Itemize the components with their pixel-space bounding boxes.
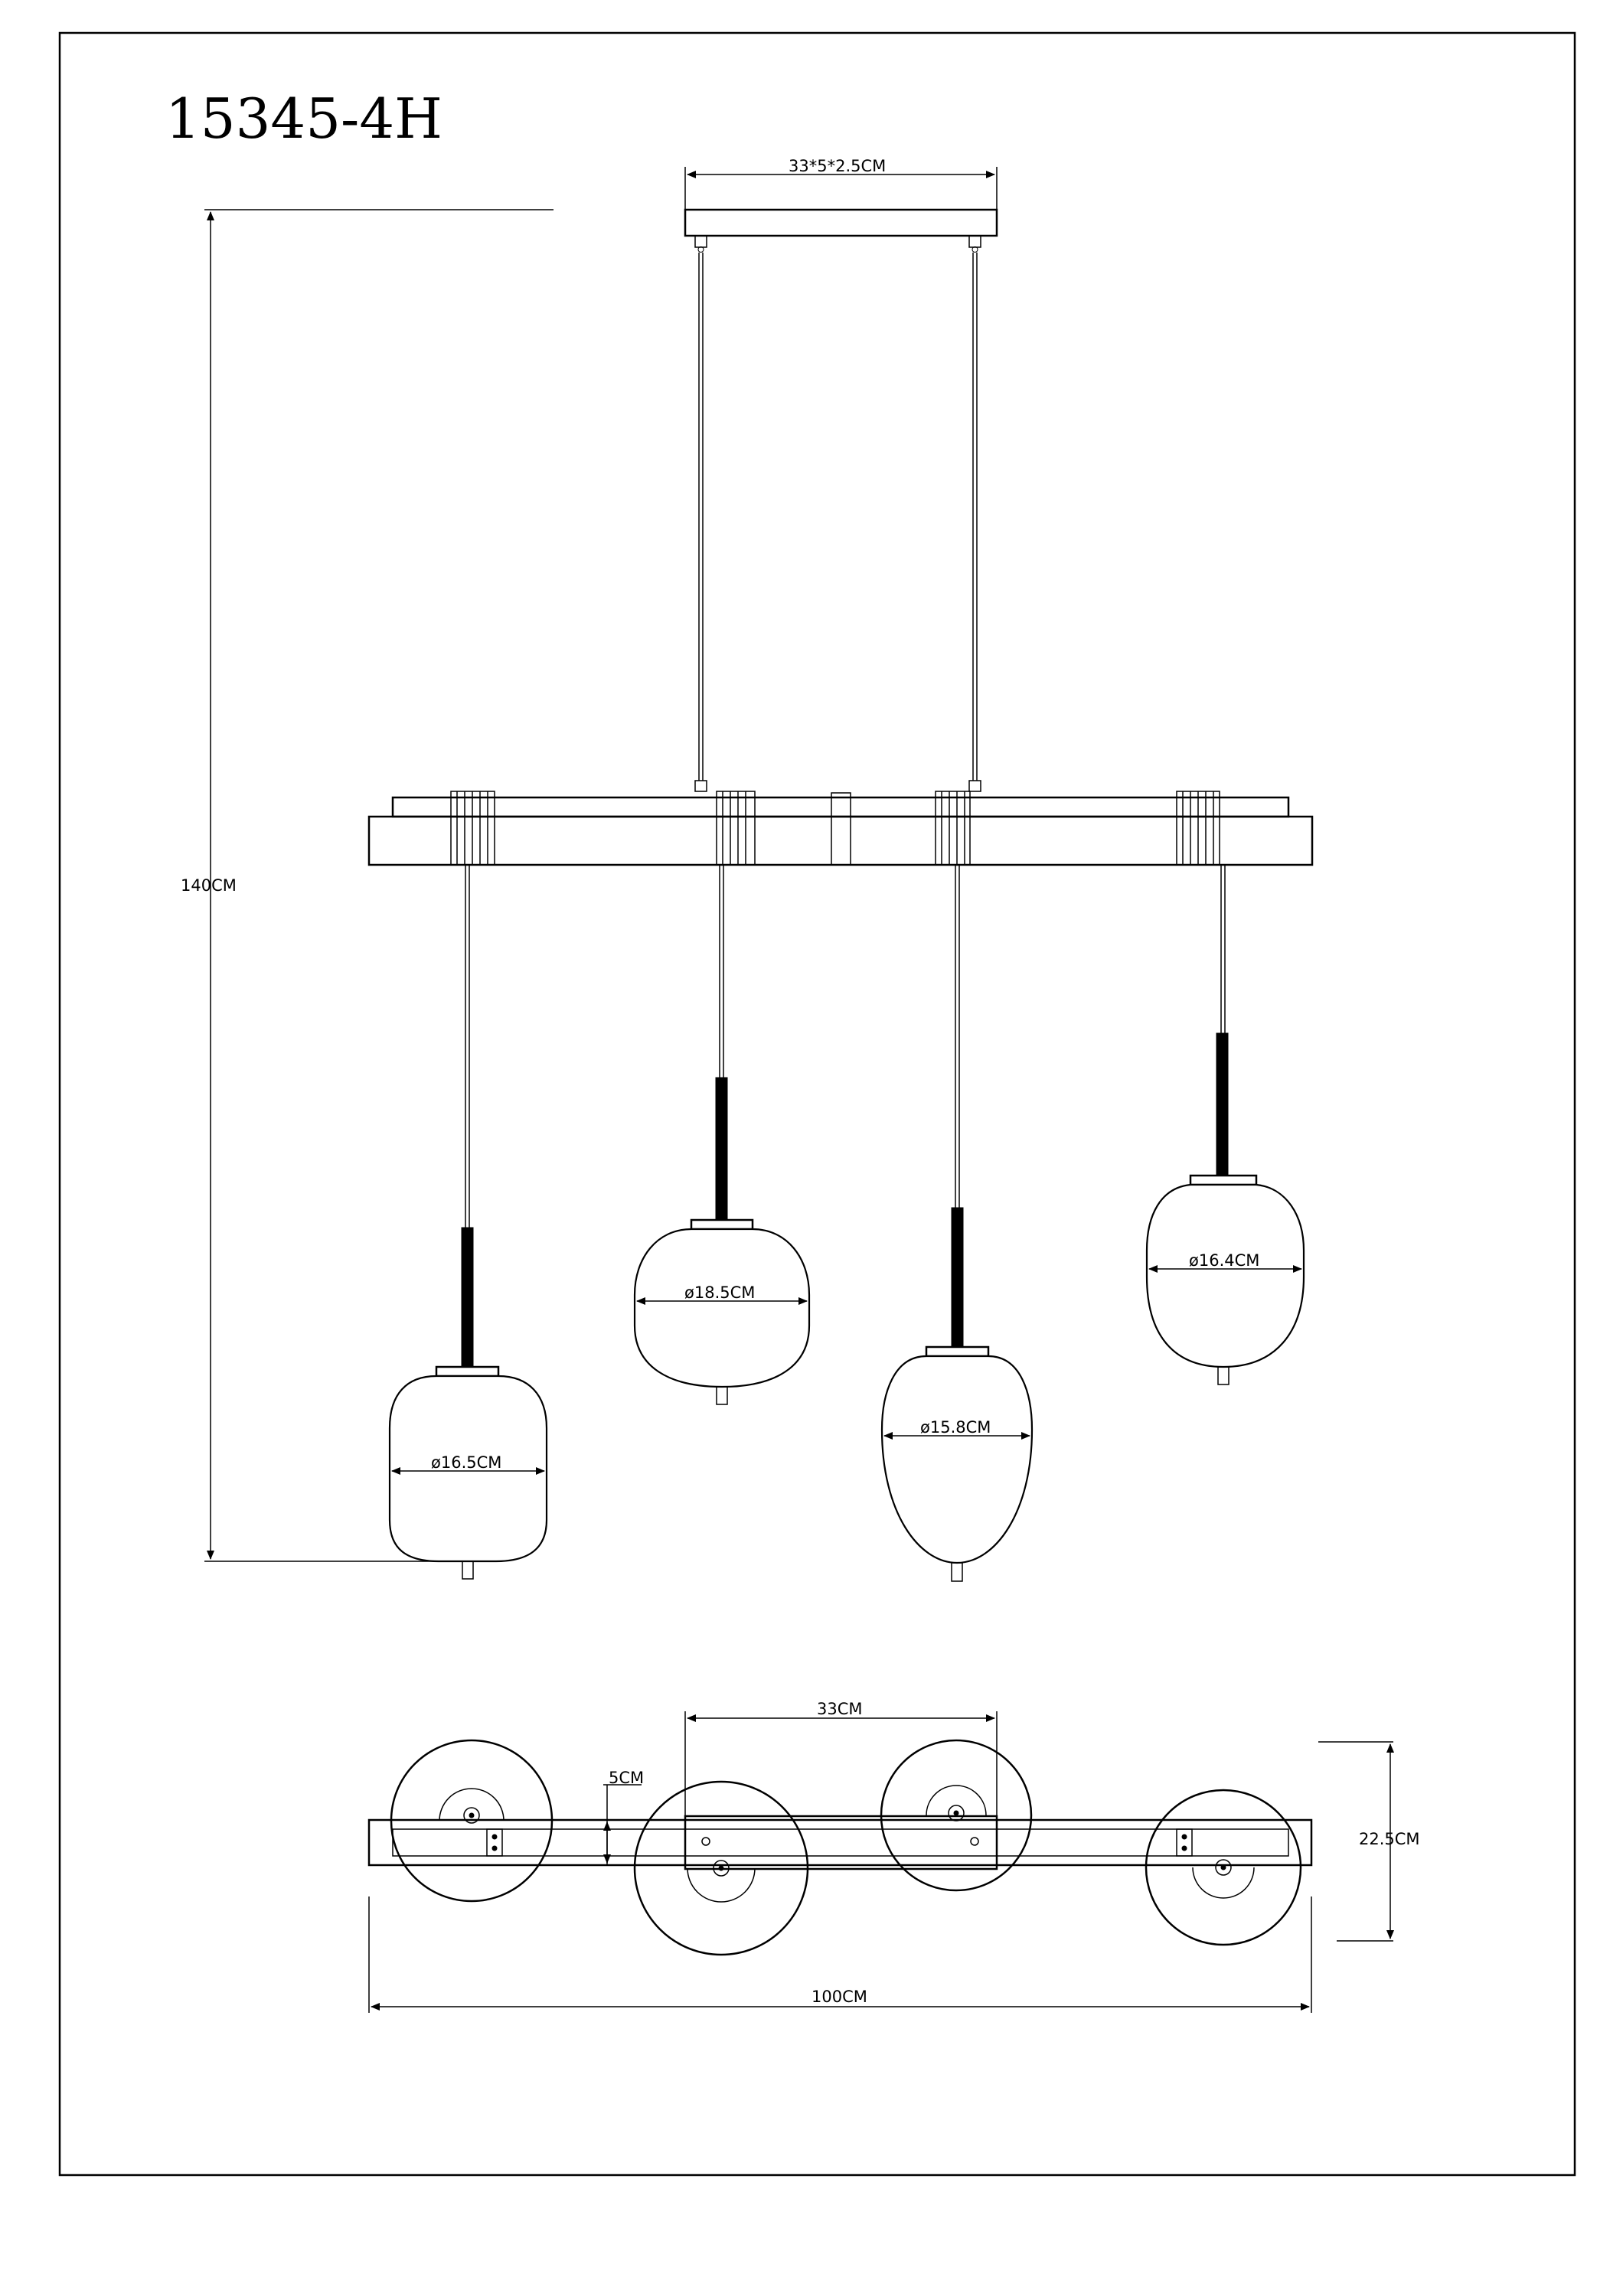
model-title: 15345-4H bbox=[165, 86, 442, 151]
coil-wrap-2 bbox=[716, 791, 756, 866]
plan-depth-dimension: 22.5CM bbox=[1318, 1741, 1420, 1942]
pendant-lamp-3: ø15.8CM bbox=[880, 865, 1034, 1582]
pendant-lamp-1: ø16.5CM bbox=[388, 865, 548, 1580]
suspension-cables bbox=[694, 253, 981, 792]
ceiling-canopy bbox=[684, 208, 998, 253]
shade-2-diameter-label: ø18.5CM bbox=[684, 1283, 755, 1302]
main-bar bbox=[367, 791, 1314, 866]
canopy-dimension: 33*5*2.5CM bbox=[684, 157, 998, 210]
plan-shade-4 bbox=[1145, 1789, 1302, 1946]
plan-canopy-dimension: 33CM bbox=[684, 1700, 998, 1816]
plan-canopy-dimension-label: 33CM bbox=[817, 1700, 863, 1718]
pendant-lamp-2: ø18.5CM bbox=[633, 865, 811, 1405]
canopy-dimension-label: 33*5*2.5CM bbox=[789, 157, 886, 175]
coil-wrap-4 bbox=[1176, 791, 1220, 866]
plan-bar-width-dimension: 5CM bbox=[603, 1769, 685, 1866]
coil-wrap-1 bbox=[450, 791, 495, 866]
height-dimension-label: 140CM bbox=[181, 876, 237, 895]
shade-1-diameter-label: ø16.5CM bbox=[431, 1453, 501, 1472]
coil-wrap-3 bbox=[935, 791, 971, 866]
pendant-lamp-4: ø16.4CM bbox=[1145, 865, 1305, 1385]
shade-4-diameter-label: ø16.4CM bbox=[1189, 1251, 1259, 1270]
plan-bar-width-label: 5CM bbox=[609, 1769, 644, 1787]
plan-depth-label: 22.5CM bbox=[1359, 1830, 1420, 1848]
plan-total-length-label: 100CM bbox=[812, 1988, 867, 2006]
elevation-view: 33*5*2.5CM 140CM bbox=[181, 157, 1314, 1582]
drawing-frame bbox=[58, 31, 1576, 2177]
shade-3-diameter-label: ø15.8CM bbox=[920, 1418, 991, 1437]
plan-total-length-dimension: 100CM bbox=[368, 1896, 1312, 2013]
plan-bar bbox=[367, 1815, 1313, 1870]
plan-view: 33CM 5CM 22.5CM 100CM bbox=[367, 1700, 1420, 2013]
height-dimension: 140CM bbox=[181, 209, 554, 1562]
